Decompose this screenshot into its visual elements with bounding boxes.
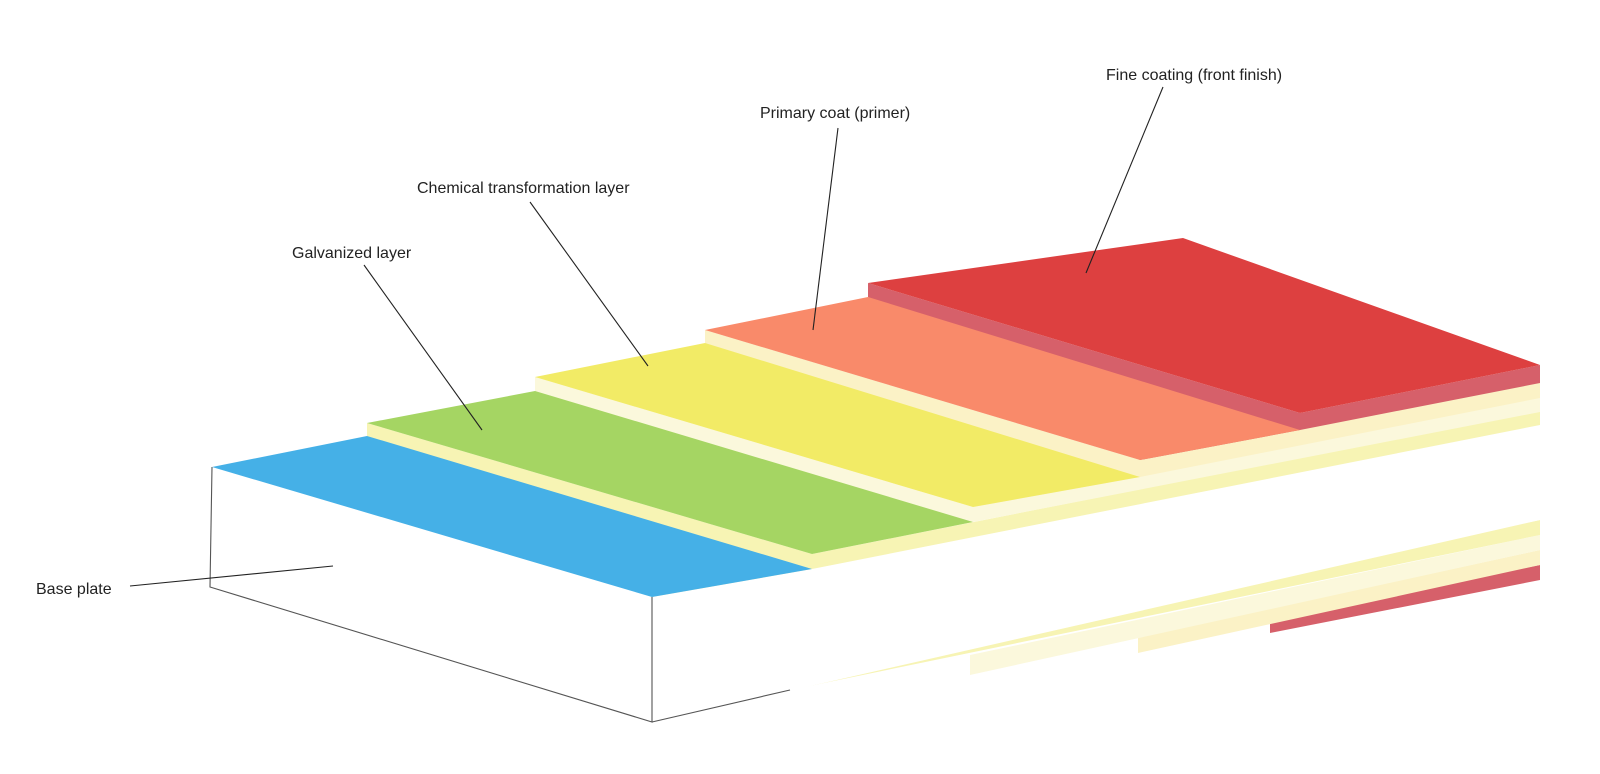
label-galvanized-layer: Galvanized layer (292, 245, 412, 262)
chemical-right-edge (973, 395, 1540, 522)
chemical-transformation-layer (367, 377, 1540, 554)
base-plate-outline (209, 466, 653, 723)
label-primary-coat: Primary coat (primer) (760, 105, 910, 122)
primer-top (535, 343, 1140, 507)
primer-right-edge (1140, 382, 1540, 477)
leader-lines (129, 86, 1164, 587)
leader-chemical (529, 201, 649, 367)
chemical-top (367, 391, 973, 554)
fine-coating-layer (705, 283, 1540, 460)
leader-fine-coating (1085, 86, 1164, 274)
primer-layer (535, 330, 1540, 507)
base-plate-right-face (652, 390, 1540, 722)
leader-galvanized (363, 264, 483, 431)
back-primer-layer (1138, 550, 1540, 653)
base-plate (209, 390, 1540, 723)
label-chemical-transformation-layer: Chemical transformation layer (417, 180, 630, 197)
fine-coating-top (705, 297, 1300, 460)
front-finish-layer (868, 238, 1540, 413)
leader-primary-coat (812, 127, 839, 331)
back-fine-coating-layer (1270, 565, 1540, 633)
galvanized-layer (212, 410, 1540, 597)
base-plate-bottom-edge (651, 689, 791, 723)
base-plate-front-face (210, 467, 652, 722)
labels: Base plate Galvanized layer Chemical tra… (36, 67, 1282, 598)
galvanized-top (212, 436, 812, 597)
label-fine-coating: Fine coating (front finish) (1106, 67, 1282, 84)
front-finish-top (868, 238, 1540, 413)
back-chemical-layer (970, 535, 1540, 675)
label-base-plate: Base plate (36, 581, 112, 598)
galvanized-right-edge (812, 410, 1540, 569)
leader-base-plate (129, 565, 334, 587)
fine-coating-right-edge (1300, 365, 1540, 430)
